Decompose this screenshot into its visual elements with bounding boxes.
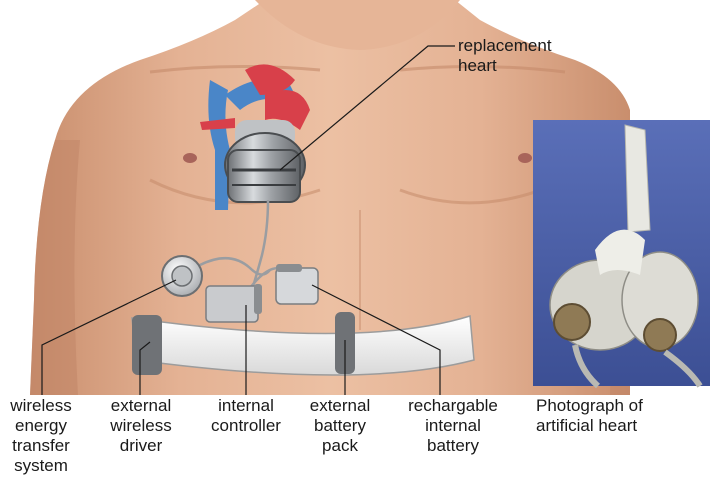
label-rechargeable-internal-battery: rechargable internal battery — [393, 396, 513, 456]
internal-controller-device — [206, 284, 262, 322]
label-internal-controller: internal controller — [198, 396, 294, 436]
label-replacement-heart: replacement heart — [458, 36, 552, 76]
wireless-coil-device — [162, 256, 202, 296]
artificial-heart-photograph — [533, 120, 710, 386]
photo-caption: Photograph of artificial heart — [536, 396, 643, 436]
label-external-battery-pack: external battery pack — [300, 396, 380, 456]
label-external-wireless-driver: external wireless driver — [96, 396, 186, 456]
rechargeable-battery-device — [276, 264, 318, 304]
label-wireless-energy-transfer-system: wireless energy transfer system — [2, 396, 80, 476]
